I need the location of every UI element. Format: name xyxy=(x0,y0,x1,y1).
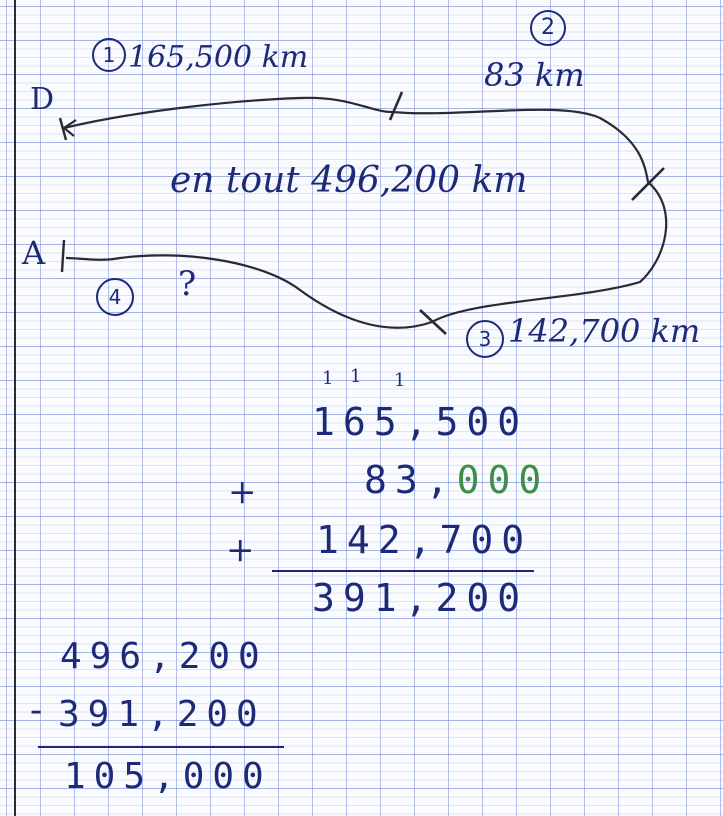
leg2-distance: 83 km xyxy=(484,56,585,94)
point-a-label: A xyxy=(22,234,46,272)
carry-digit: 1 xyxy=(350,366,362,387)
notebook-margin-line xyxy=(14,0,16,816)
carry-digit: 1 xyxy=(394,370,406,391)
plus-sign: + xyxy=(228,472,257,512)
leg3-distance: 142,700 km xyxy=(508,312,701,350)
addition-row-1-sep: , xyxy=(404,400,436,444)
leg4-distance: ? xyxy=(178,264,197,304)
leg2-marker: 2 xyxy=(530,10,566,46)
addition-result-whole: 391 xyxy=(312,576,405,620)
tick-mark-d xyxy=(58,117,68,141)
tick-mark-a xyxy=(60,239,66,273)
subtraction-row-1: 496,200 xyxy=(60,636,268,677)
leg2-marker-label: 2 xyxy=(541,15,555,40)
tick-mark-leg3 xyxy=(419,309,447,335)
leg1-marker-label: 1 xyxy=(102,43,116,67)
addition-result-sep: , xyxy=(404,576,436,620)
addition-row-2-dec: 000 xyxy=(456,458,550,502)
route-path xyxy=(63,96,668,329)
tick-mark-leg2 xyxy=(631,167,665,201)
addition-row-2: 83,000 xyxy=(364,458,549,502)
leg4-marker: 4 xyxy=(96,278,134,316)
subtraction-line xyxy=(38,746,284,748)
leg1-distance: 165,500 km xyxy=(128,40,309,75)
addition-row-3-sep: , xyxy=(408,518,440,562)
addition-row-3-dec: 700 xyxy=(439,518,533,562)
addition-row-1-dec: 500 xyxy=(435,400,529,444)
minus-sign: - xyxy=(30,690,43,731)
leg1-marker: 1 xyxy=(92,38,126,72)
carry-digit: 1 xyxy=(322,368,334,389)
addition-row-3: 142,700 xyxy=(316,518,532,562)
addition-row-3-whole: 142 xyxy=(316,518,409,562)
leg4-marker-label: 4 xyxy=(108,285,122,309)
total-distance: en tout 496,200 km xyxy=(170,160,528,201)
leg3-marker-label: 3 xyxy=(478,327,492,351)
addition-row-1: 165,500 xyxy=(312,400,528,444)
subtraction-row-2: 391,200 xyxy=(58,694,266,735)
addition-row-2-whole: 83 xyxy=(364,458,426,502)
addition-result: 391,200 xyxy=(312,576,528,620)
addition-row-2-sep: , xyxy=(425,458,457,502)
plus-sign: + xyxy=(226,530,255,570)
subtraction-result: 105,000 xyxy=(64,756,272,797)
addition-result-dec: 200 xyxy=(435,576,529,620)
arrow-head xyxy=(62,119,77,137)
tick-mark-leg1 xyxy=(388,91,404,121)
addition-row-1-whole: 165 xyxy=(312,400,405,444)
addition-sum-line xyxy=(272,570,534,572)
point-d-label: D xyxy=(30,82,55,117)
leg3-marker: 3 xyxy=(466,320,504,358)
